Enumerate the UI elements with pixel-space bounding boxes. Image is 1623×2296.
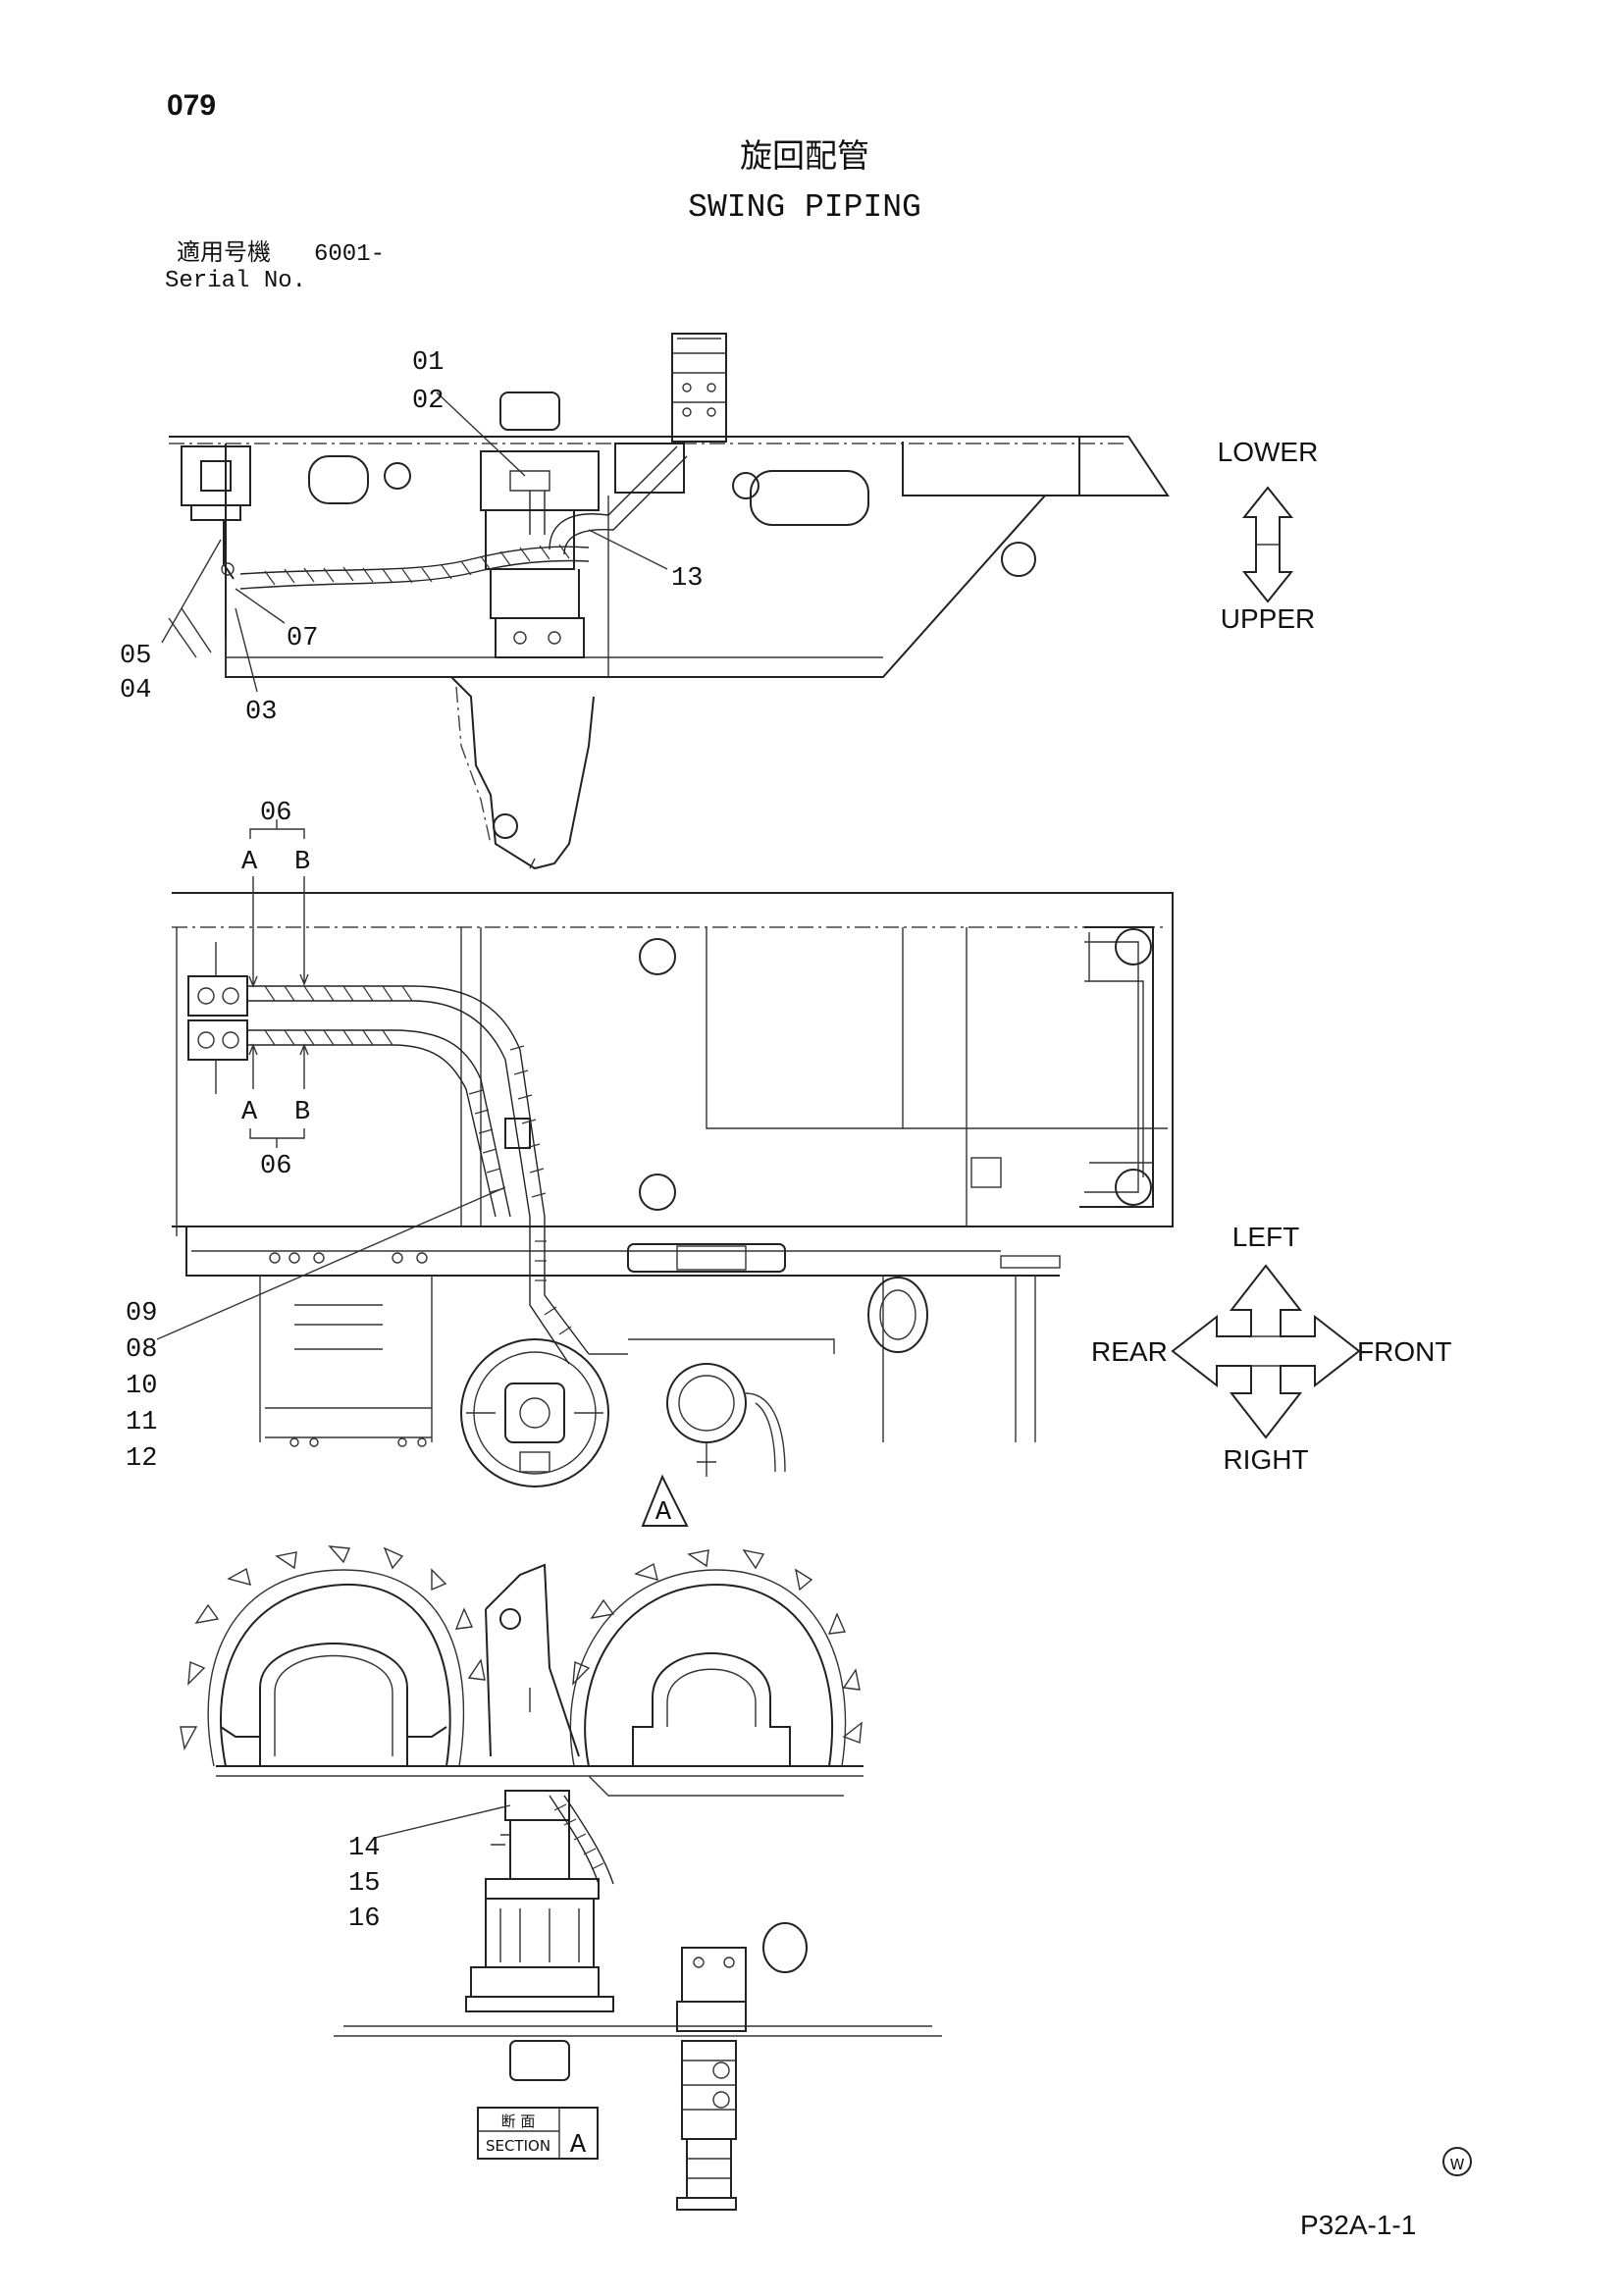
side-view-drawing	[168, 333, 1170, 870]
bracket-06-bottom	[249, 1128, 305, 1148]
callout-04: 04	[120, 676, 151, 705]
callout-09: 09	[126, 1299, 157, 1329]
callout-13: 13	[671, 564, 703, 594]
callout-16: 16	[348, 1905, 380, 1934]
section-a-label-box	[477, 2107, 599, 2160]
direction-front-label: FRONT	[1357, 1336, 1451, 1367]
direction-right-label: RIGHT	[1223, 1444, 1308, 1475]
port-b-top-leader	[299, 876, 309, 986]
section-a-view-marker	[641, 1474, 689, 1527]
callout-06-bottom: 06	[260, 1152, 291, 1181]
figure-code: P32A-1-1	[1300, 2210, 1416, 2240]
port-b-bottom-label: B	[294, 1098, 310, 1127]
port-b-top-label: B	[294, 848, 310, 877]
serial-label-japanese: 適用号機	[177, 239, 271, 268]
top-view-drawing	[172, 892, 1174, 1487]
section-label-letter: A	[570, 2131, 587, 2161]
callout-11: 11	[126, 1408, 157, 1437]
title-japanese: 旋回配管	[740, 136, 869, 175]
w-mark: W	[1450, 2156, 1465, 2173]
leader-07	[235, 588, 286, 624]
direction-upper-label: UPPER	[1221, 603, 1315, 634]
port-b-bottom-leader	[299, 1043, 309, 1089]
w-mark-circle	[1442, 2147, 1472, 2176]
leader-09-12	[156, 1186, 506, 1340]
section-a-marker-letter: A	[655, 1498, 672, 1528]
leader-05-04	[161, 539, 222, 644]
callout-01: 01	[412, 348, 444, 378]
callout-03: 03	[245, 698, 277, 727]
callout-05: 05	[120, 642, 151, 671]
callout-08: 08	[126, 1335, 157, 1365]
lower-upper-direction-arrow	[1241, 486, 1294, 603]
leader-14-16	[374, 1804, 511, 1839]
serial-label-english: Serial No.	[165, 268, 306, 294]
title-english: SWING PIPING	[688, 189, 921, 226]
callout-07: 07	[287, 624, 318, 653]
callout-06-top: 06	[260, 799, 291, 828]
leader-13	[588, 529, 668, 570]
port-a-top-leader	[248, 876, 258, 988]
direction-lower-label: LOWER	[1218, 437, 1319, 467]
port-a-bottom-leader	[248, 1043, 258, 1089]
leader-03	[235, 607, 258, 693]
leader-01-02	[436, 391, 526, 477]
top-view-hose-hatch	[264, 985, 572, 1335]
callout-15: 15	[348, 1869, 380, 1899]
callout-14: 14	[348, 1834, 380, 1863]
section-a-drawing	[180, 1545, 942, 2211]
callout-12: 12	[126, 1444, 157, 1474]
port-a-top-label: A	[241, 848, 258, 877]
four-way-direction-arrow	[1171, 1264, 1361, 1439]
direction-rear-label: REAR	[1091, 1336, 1168, 1367]
section-label-english: SECTION	[486, 2137, 550, 2155]
direction-left-label: LEFT	[1232, 1222, 1299, 1252]
side-view-hose-hatch	[264, 544, 570, 586]
serial-value: 6001-	[314, 241, 385, 268]
callout-10: 10	[126, 1372, 157, 1401]
page-number: 079	[167, 89, 216, 122]
port-a-bottom-label: A	[241, 1098, 258, 1127]
bracket-06-top	[249, 819, 305, 839]
section-label-japanese: 断 面	[501, 2113, 536, 2130]
callout-02: 02	[412, 387, 444, 416]
